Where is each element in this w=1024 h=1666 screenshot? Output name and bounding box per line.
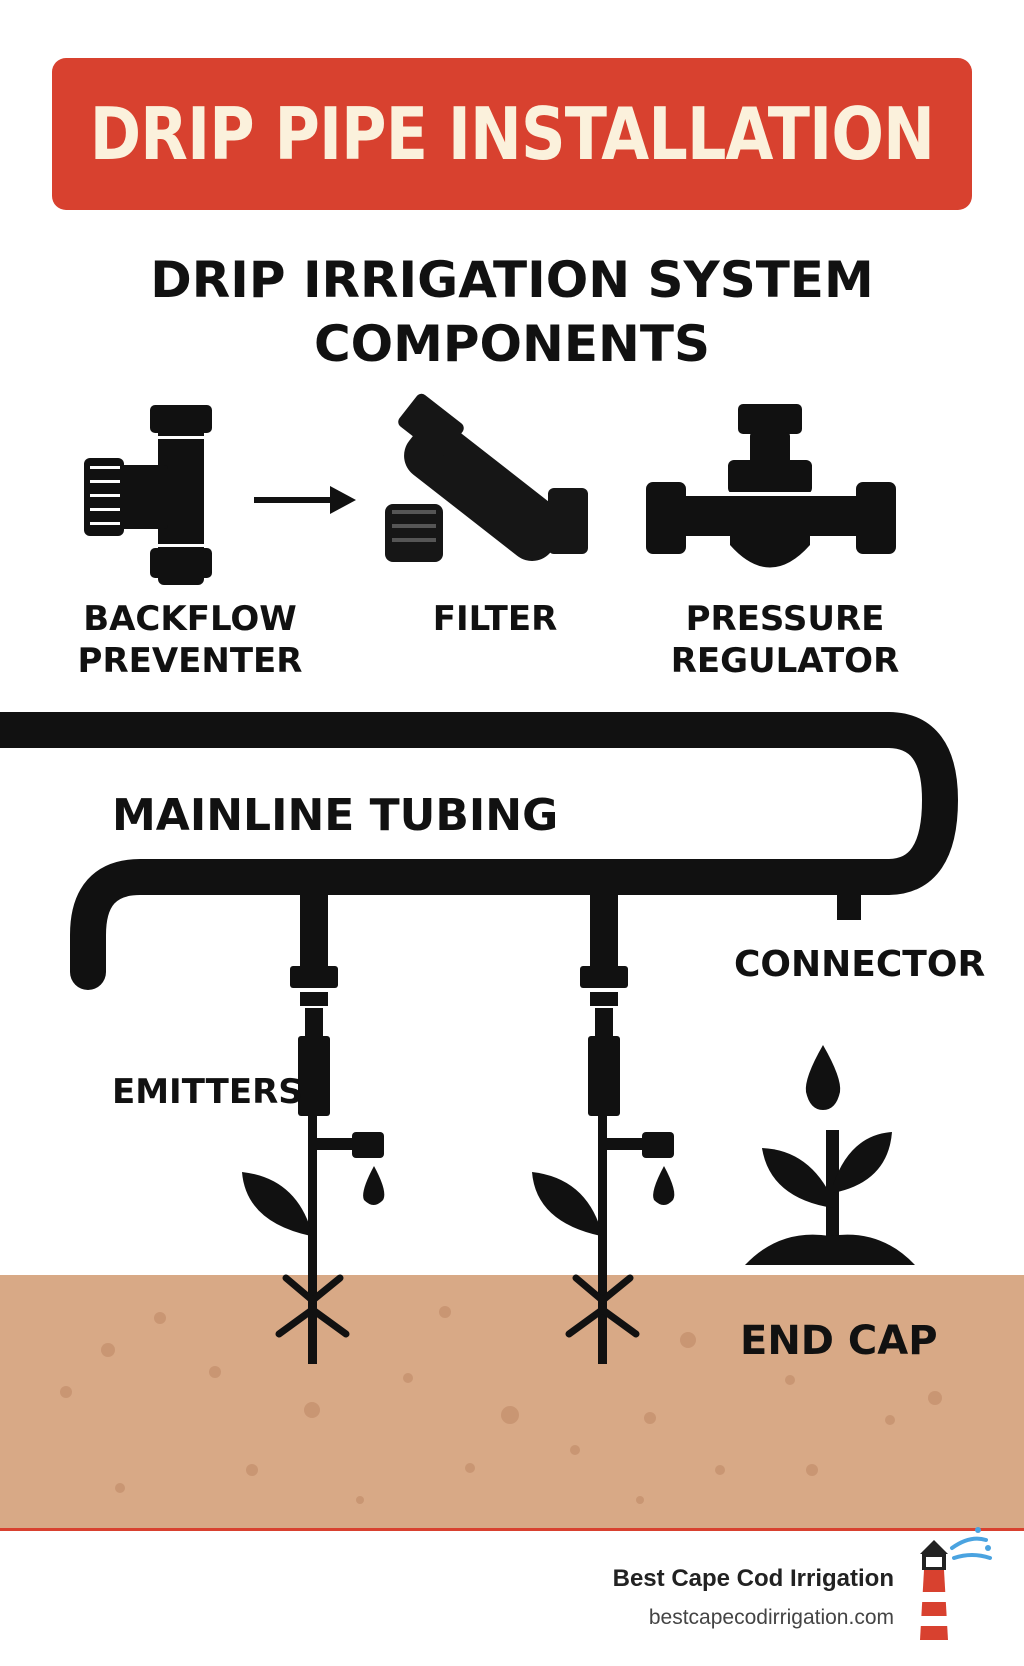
drip-line-2: [532, 880, 675, 1364]
connector-label: CONNECTOR: [734, 944, 986, 985]
end-cap-label: END CAP: [740, 1318, 938, 1364]
mainline-end-square: [0, 712, 18, 748]
seedling-icon: [745, 1045, 915, 1265]
section-heading-line-1: DRIP IRRIGATION SYSTEM: [150, 251, 874, 309]
lighthouse-logo-icon: [919, 1527, 992, 1640]
section-heading-line-2: COMPONENTS: [313, 315, 711, 373]
filter-label-text: FILTER: [432, 599, 558, 639]
mainline-tubing: [0, 712, 958, 990]
regulator-label-line-2: REGULATOR: [670, 641, 900, 681]
soil-band: [0, 1275, 1024, 1528]
footer-brand: Best Cape Cod Irrigation: [612, 1565, 894, 1592]
footer-url[interactable]: bestcapecodirrigation.com: [648, 1606, 894, 1629]
backflow-label-line-2: PREVENTER: [77, 641, 303, 681]
footer-divider: [0, 1528, 1024, 1531]
mainline-tubing-label: MAINLINE TUBING: [112, 790, 559, 841]
page-title: DRIP PIPE INSTALLATION: [89, 92, 935, 176]
filter-label: FILTER: [400, 598, 590, 640]
backflow-preventer-label: BACKFLOW PREVENTER: [70, 598, 310, 682]
connector-fitting: [837, 880, 861, 920]
pressure-regulator-icon: [646, 404, 896, 568]
soil-speckles: [60, 1306, 942, 1504]
backflow-label-line-1: BACKFLOW: [83, 599, 297, 639]
section-heading: DRIP IRRIGATION SYSTEM COMPONENTS: [0, 248, 1024, 376]
flow-arrow-icon: [254, 486, 356, 514]
title-banner: DRIP PIPE INSTALLATION: [52, 58, 972, 210]
drip-line-1: [242, 880, 385, 1364]
regulator-label-line-1: PRESSURE: [685, 599, 885, 639]
pressure-regulator-label: PRESSURE REGULATOR: [660, 598, 910, 682]
backflow-preventer-icon: [84, 405, 212, 585]
emitters-label: EMITTERS: [112, 1072, 303, 1112]
filter-icon: [385, 393, 588, 562]
